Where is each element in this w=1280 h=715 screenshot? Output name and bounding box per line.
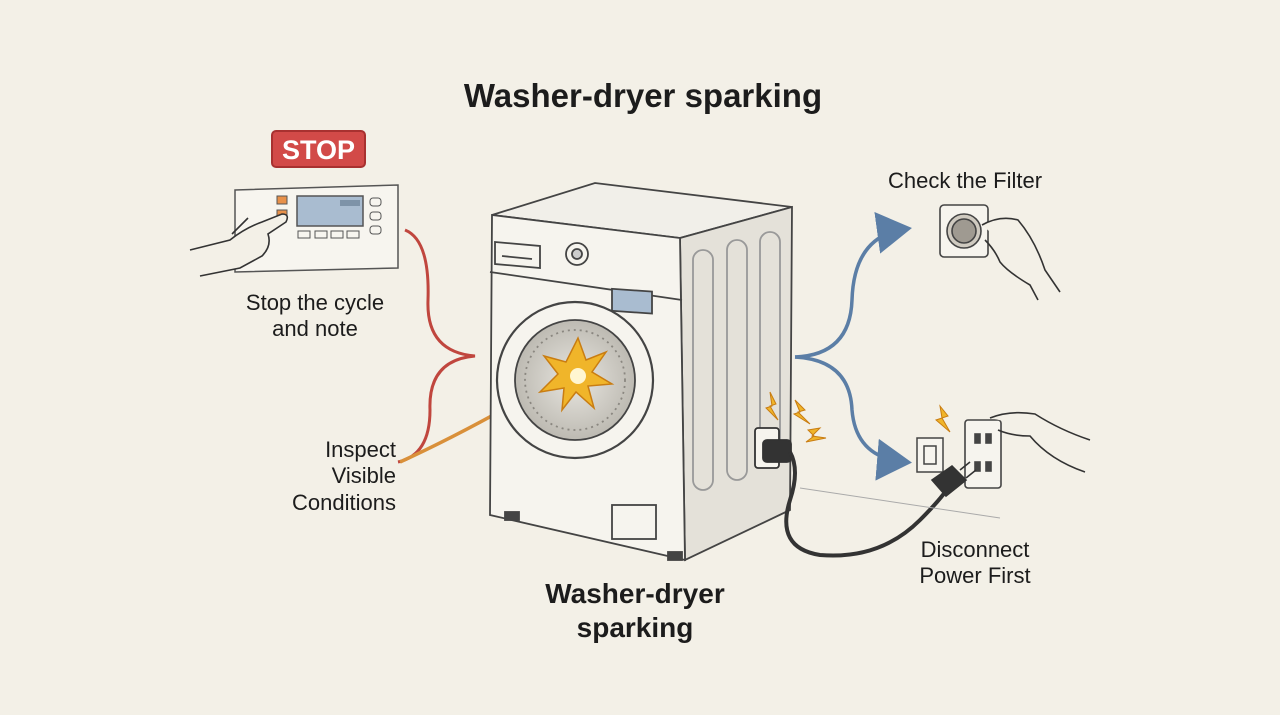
red-bracket (397, 228, 476, 464)
control-panel-icon (234, 184, 399, 273)
washing-machine-icon (489, 182, 793, 562)
hand-icon-filter (981, 217, 1061, 301)
floor-line (799, 487, 1001, 519)
wall-switch-icon (916, 437, 944, 473)
step-label-inspect: Inspect Visible Conditions (292, 437, 396, 515)
blue-bracket (794, 212, 912, 359)
wall-outlet-icon (964, 419, 1002, 489)
spark-icon-cord (765, 391, 827, 443)
filter-icon (939, 204, 989, 258)
blue-bracket-lower (794, 355, 912, 481)
spark-icon-outlet (935, 404, 951, 433)
spark-icon (537, 336, 615, 413)
step-label-disconnect-power: Disconnect Power First (919, 537, 1031, 589)
stop-badge: STOP (271, 130, 366, 168)
hand-icon (189, 213, 289, 277)
step-label-check-filter: Check the Filter (887, 168, 1043, 193)
center-caption: Washer-dryer sparking (545, 578, 725, 643)
page-title: Washer-dryer sparking (463, 77, 823, 114)
power-plug-icon (930, 461, 977, 498)
step-label-stop-cycle: Stop the cycle and note (245, 290, 385, 342)
machine-socket-icon (754, 427, 950, 558)
hand-icon-outlet (989, 411, 1091, 473)
